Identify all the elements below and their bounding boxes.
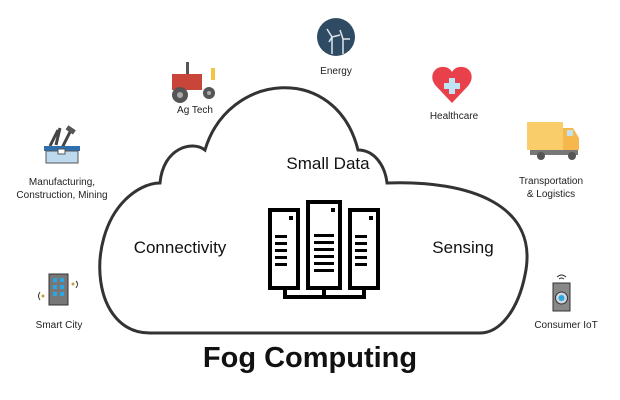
- server-rack-icon: [268, 200, 380, 299]
- label-sensing: Sensing: [432, 238, 494, 257]
- label-small-data: Small Data: [286, 154, 370, 173]
- washing-machine-icon: [552, 274, 571, 312]
- wind-turbine-icon: [317, 18, 355, 56]
- label-ag-tech: Ag Tech: [177, 105, 213, 116]
- smart-building-icon: [38, 273, 78, 306]
- label-manufacturing-line1: Manufacturing,: [28, 177, 96, 188]
- tractor-icon: [172, 62, 215, 103]
- label-transportation-line2: & Logistics: [526, 189, 576, 200]
- heart-medical-icon: [432, 66, 472, 103]
- label-transportation-line1: Transportation: [518, 176, 584, 187]
- toolbox-icon: [44, 125, 80, 164]
- label-consumer-iot: Consumer IoT: [534, 320, 598, 331]
- diagram-title: Fog Computing: [202, 342, 418, 374]
- label-transportation: Transportation & Logistics: [519, 175, 583, 201]
- label-energy: Energy: [320, 66, 352, 77]
- label-manufacturing: Manufacturing, Construction, Mining: [16, 176, 107, 202]
- label-smart-city: Smart City: [35, 320, 83, 331]
- label-manufacturing-line2: Construction, Mining: [16, 190, 108, 201]
- label-connectivity: Connectivity: [133, 238, 227, 257]
- truck-icon: [527, 122, 579, 160]
- label-healthcare: Healthcare: [429, 111, 479, 122]
